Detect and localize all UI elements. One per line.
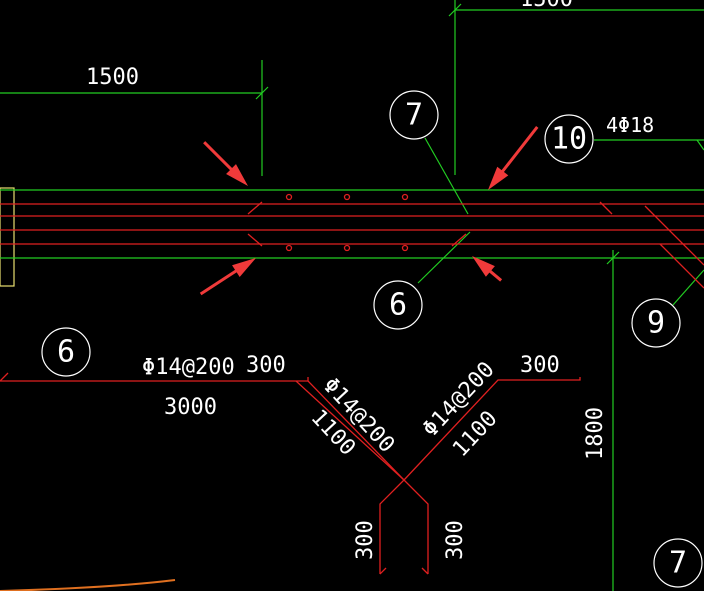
dim-top-cut: 1500 bbox=[520, 0, 573, 12]
marker-7-bottom-label: 7 bbox=[669, 546, 687, 581]
dim-vertical: 1800 bbox=[583, 407, 608, 460]
marker-9-label: 9 bbox=[647, 306, 665, 341]
marker-6-left-label: 6 bbox=[57, 335, 75, 370]
wall-outline bbox=[0, 187, 15, 287]
arrow-top-right bbox=[488, 126, 539, 190]
dim-leg-left: 300 bbox=[353, 520, 378, 560]
dim-left-span: 1500 bbox=[86, 65, 139, 90]
marker-6-mid-label: 6 bbox=[389, 288, 407, 323]
marker-6-mid: 6 bbox=[373, 280, 423, 330]
marker-6-left: 6 bbox=[41, 327, 91, 377]
marker-7-top: 7 bbox=[389, 90, 439, 140]
arrow-bottom-left bbox=[199, 258, 256, 296]
label-top-bars: 4Φ18 bbox=[606, 113, 654, 137]
rebar-dots bbox=[285, 193, 409, 252]
marker-10-label: 10 bbox=[551, 122, 587, 157]
dim-bar-length: 3000 bbox=[164, 395, 217, 420]
red-arrows bbox=[199, 126, 539, 296]
marker-10: 10 bbox=[544, 114, 594, 164]
arrow-top-left bbox=[203, 141, 248, 186]
label-main-rebar: Φ14@200 bbox=[142, 355, 235, 380]
dim-hook-left: 300 bbox=[246, 353, 286, 378]
marker-9: 9 bbox=[631, 298, 681, 348]
rebar-lines-red bbox=[0, 201, 704, 575]
arrow-bottom-right bbox=[472, 256, 503, 282]
dim-leg-right: 300 bbox=[443, 520, 468, 560]
orange-curve bbox=[0, 579, 176, 591]
dim-hook-right: 300 bbox=[520, 353, 560, 378]
marker-7-top-label: 7 bbox=[405, 98, 423, 133]
marker-7-bottom: 7 bbox=[653, 538, 703, 588]
